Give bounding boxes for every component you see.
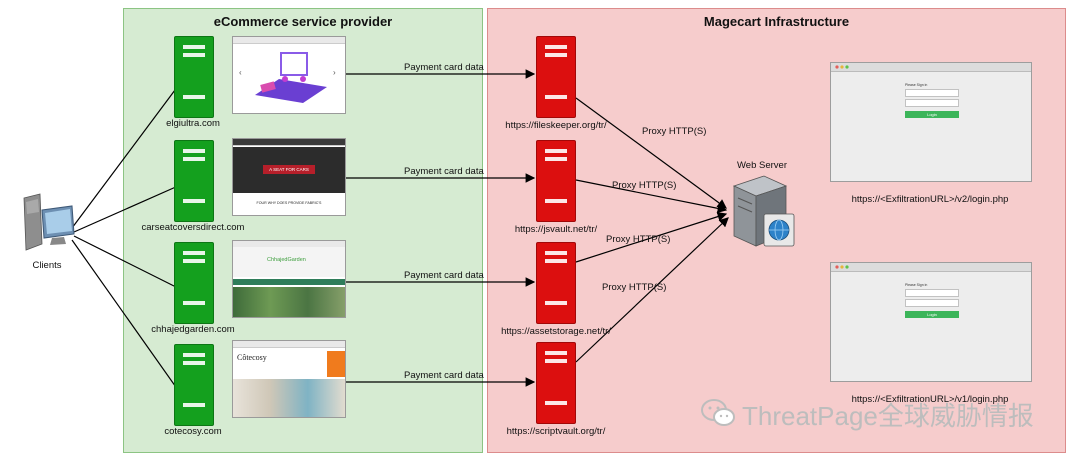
proxy-label: Proxy HTTP(S) [642, 126, 707, 137]
car-footer-text: FOUR WHY DOES PROVIDE FABRIC'S [256, 201, 322, 205]
malicious-url-label: https://assetstorage.net/tr/ [501, 326, 611, 337]
site-thumbnail-chhajedgarden: ChhajedGarden [232, 240, 346, 318]
username-field[interactable] [905, 289, 959, 297]
login-button[interactable]: Login [905, 111, 959, 118]
site-domain-label: carseatcoversdirect.com [141, 222, 245, 233]
site-domain-label: elgiultra.com [166, 118, 220, 129]
login-form: Please Sign in Login [905, 83, 959, 118]
proxy-label: Proxy HTTP(S) [606, 234, 671, 245]
payment-card-data-label: Payment card data [404, 370, 484, 381]
client-link-1 [71, 85, 179, 229]
clients-label: Clients [32, 260, 62, 271]
site-thumbnail-carseatcoversdirect: A SEAT FOR CARS FOUR WHY DOES PROVIDE FA… [232, 138, 346, 216]
proxy-label: Proxy HTTP(S) [602, 282, 667, 293]
ecommerce-server-icon [174, 36, 214, 118]
site-domain-label: chhajedgarden.com [151, 324, 235, 335]
password-field[interactable] [905, 99, 959, 107]
login-button[interactable]: Login [905, 311, 959, 318]
login-form-title: Please Sign in [905, 283, 928, 287]
payment-card-data-label: Payment card data [404, 270, 484, 281]
client-link-2 [73, 185, 179, 233]
login-form-title: Please Sign in [905, 83, 928, 87]
malicious-url-label: https://jsvault.net/tr/ [514, 224, 598, 235]
site-thumbnail-elgiultra: ‹› [232, 36, 346, 114]
garden-brand: ChhajedGarden [267, 257, 306, 263]
site-domain-label: cotecosy.com [164, 426, 222, 437]
login-form: Please Sign in Login [905, 283, 959, 318]
svg-text:›: › [333, 68, 336, 77]
malicious-server-icon [536, 242, 576, 324]
web-server-icon [728, 172, 798, 250]
login-page-window: Please Sign in Login [830, 262, 1032, 382]
malicious-url-label: https://fileskeeper.org/tr/ [505, 120, 607, 131]
malicious-url-label: https://scriptvault.org/tr/ [506, 426, 606, 437]
client-link-3 [73, 235, 179, 289]
payment-card-data-label: Payment card data [404, 62, 484, 73]
ecommerce-server-icon [174, 242, 214, 324]
car-banner: A SEAT FOR CARS [263, 165, 315, 174]
username-field[interactable] [905, 89, 959, 97]
proxy-arrow-1 [575, 97, 727, 209]
proxy-arrow-3 [575, 211, 728, 263]
proxy-arrow-4 [575, 217, 729, 363]
proxy-arrow-2 [575, 179, 728, 214]
password-field[interactable] [905, 299, 959, 307]
svg-text:‹: ‹ [239, 68, 242, 77]
ecommerce-server-icon [174, 344, 214, 426]
client-link-4 [71, 239, 179, 391]
provider-panel-title: eCommerce service provider [213, 14, 393, 29]
wechat-logo-icon [700, 398, 736, 428]
malicious-server-icon [536, 342, 576, 424]
malicious-server-icon [536, 36, 576, 118]
proxy-label: Proxy HTTP(S) [612, 180, 677, 191]
clients-computer-icon [18, 192, 78, 254]
exfiltration-url-label: https://<ExfiltrationURL>/v1/login.php [851, 394, 1009, 405]
watermark-text: ThreatPage全球威胁情报 [742, 401, 1034, 431]
web-server-label: Web Server [737, 160, 787, 171]
ecommerce-server-icon [174, 140, 214, 222]
exfiltration-url-label: https://<ExfiltrationURL>/v2/login.php [851, 194, 1009, 205]
payment-card-data-label: Payment card data [404, 166, 484, 177]
cote-brand: Côtecosy [237, 353, 267, 362]
login-page-window: Please Sign in Login [830, 62, 1032, 182]
malicious-server-icon [536, 140, 576, 222]
infra-panel-title: Magecart Infrastructure [703, 14, 850, 29]
site-thumbnail-cotecosy: Côtecosy [232, 340, 346, 418]
